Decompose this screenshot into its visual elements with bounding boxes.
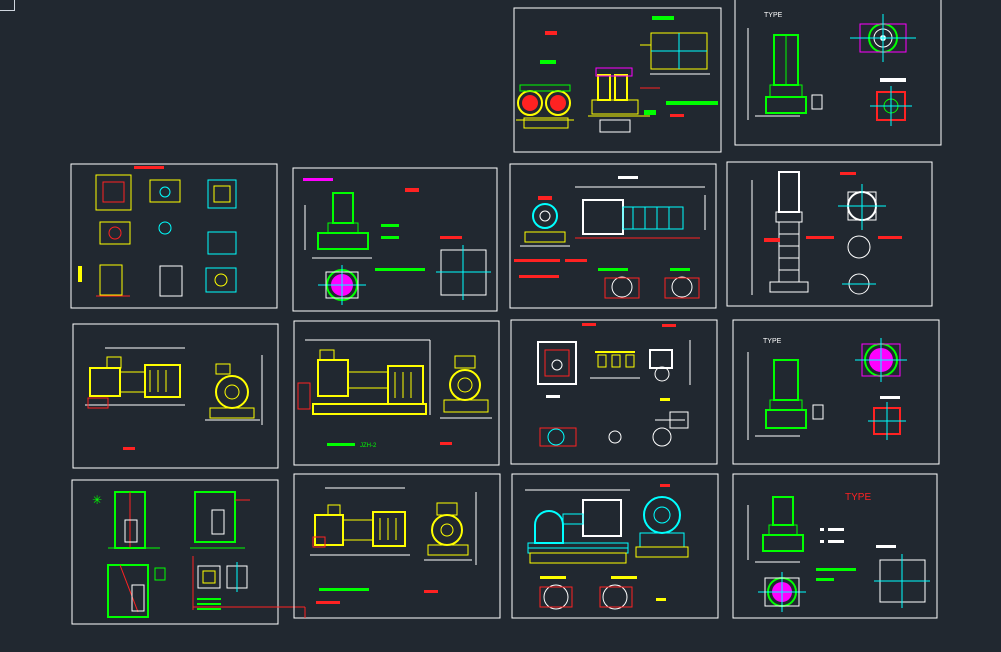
sheet-horizontal-pump-base: JZH-2 xyxy=(293,320,500,466)
horizontal-base-side-view xyxy=(297,339,431,415)
type-label-top: TYPE xyxy=(764,12,783,19)
bottom-pump-end-view xyxy=(424,492,477,565)
sheet-type-pipeline-bottom-right: TYPE xyxy=(732,473,938,619)
sheet-vertical-type-middle-right: TYPE xyxy=(732,319,940,465)
sheet-submersible-grid xyxy=(70,163,278,309)
well-section-a: ✳ xyxy=(92,491,160,549)
mixer-side-view xyxy=(649,324,691,385)
horizontal-pump-side-view xyxy=(85,347,185,409)
sheet-submersible-mixer xyxy=(510,319,718,465)
split-case-end-view xyxy=(635,496,689,558)
horizontal-base-end-view xyxy=(440,355,492,419)
sheet-multistage-horizontal xyxy=(509,163,717,309)
sheet-vertical-pipeline-pump xyxy=(292,167,498,312)
sheet-vertical-type-top-right: TYPE xyxy=(734,0,942,146)
well-section-c xyxy=(107,564,166,618)
sheet-vertical-multistage xyxy=(726,161,933,307)
pipeline-pump-elevation xyxy=(304,192,372,259)
base-plate-view xyxy=(870,86,912,126)
split-case-side-view xyxy=(525,489,630,564)
type-pipeline-plan xyxy=(758,572,806,612)
base-plate-mid xyxy=(868,402,906,440)
vertical-pump-elevation xyxy=(747,28,823,120)
type-base-square xyxy=(874,554,930,608)
sheet-split-case-pump xyxy=(511,473,719,619)
multistage-side-view xyxy=(575,186,706,239)
flange-plan-view xyxy=(640,32,710,75)
pump-end-view-left xyxy=(516,84,574,129)
horizontal-pump-end-view xyxy=(205,355,263,425)
sheet-horizontal-pump-bottom xyxy=(293,473,501,619)
flange-magenta-view xyxy=(855,338,907,382)
mixer-plan-views xyxy=(539,411,689,447)
sheet-horizontal-pump-small xyxy=(72,323,279,469)
flange-plan-top xyxy=(838,184,886,230)
multistage-end-view xyxy=(520,196,570,247)
mixer-installation-frame xyxy=(537,341,577,385)
bottom-pump-side-view xyxy=(310,487,410,556)
well-marker-star: ✳ xyxy=(92,493,102,507)
vertical-type-elevation-mid xyxy=(747,352,824,440)
type-pipeline-elevation xyxy=(747,496,804,563)
type-label-middle: TYPE xyxy=(763,338,782,345)
mixer-guide-rail xyxy=(582,323,640,379)
base-plan-square xyxy=(436,245,491,300)
model-code-label: JZH-2 xyxy=(360,443,377,449)
well-section-b xyxy=(190,491,250,549)
pipeline-pump-plan xyxy=(318,265,366,305)
well-plan-views xyxy=(197,562,248,592)
sheet-double-pump-top xyxy=(513,7,722,153)
pump-side-view-double xyxy=(588,67,660,133)
flange-circle-view xyxy=(850,14,916,62)
type-title-label: TYPE xyxy=(845,492,871,503)
sheet-installation-well: ✳ xyxy=(71,479,305,625)
vertical-multistage-elevation xyxy=(751,171,834,295)
split-case-plans xyxy=(539,584,633,610)
viewport-corner-marker xyxy=(0,0,15,11)
